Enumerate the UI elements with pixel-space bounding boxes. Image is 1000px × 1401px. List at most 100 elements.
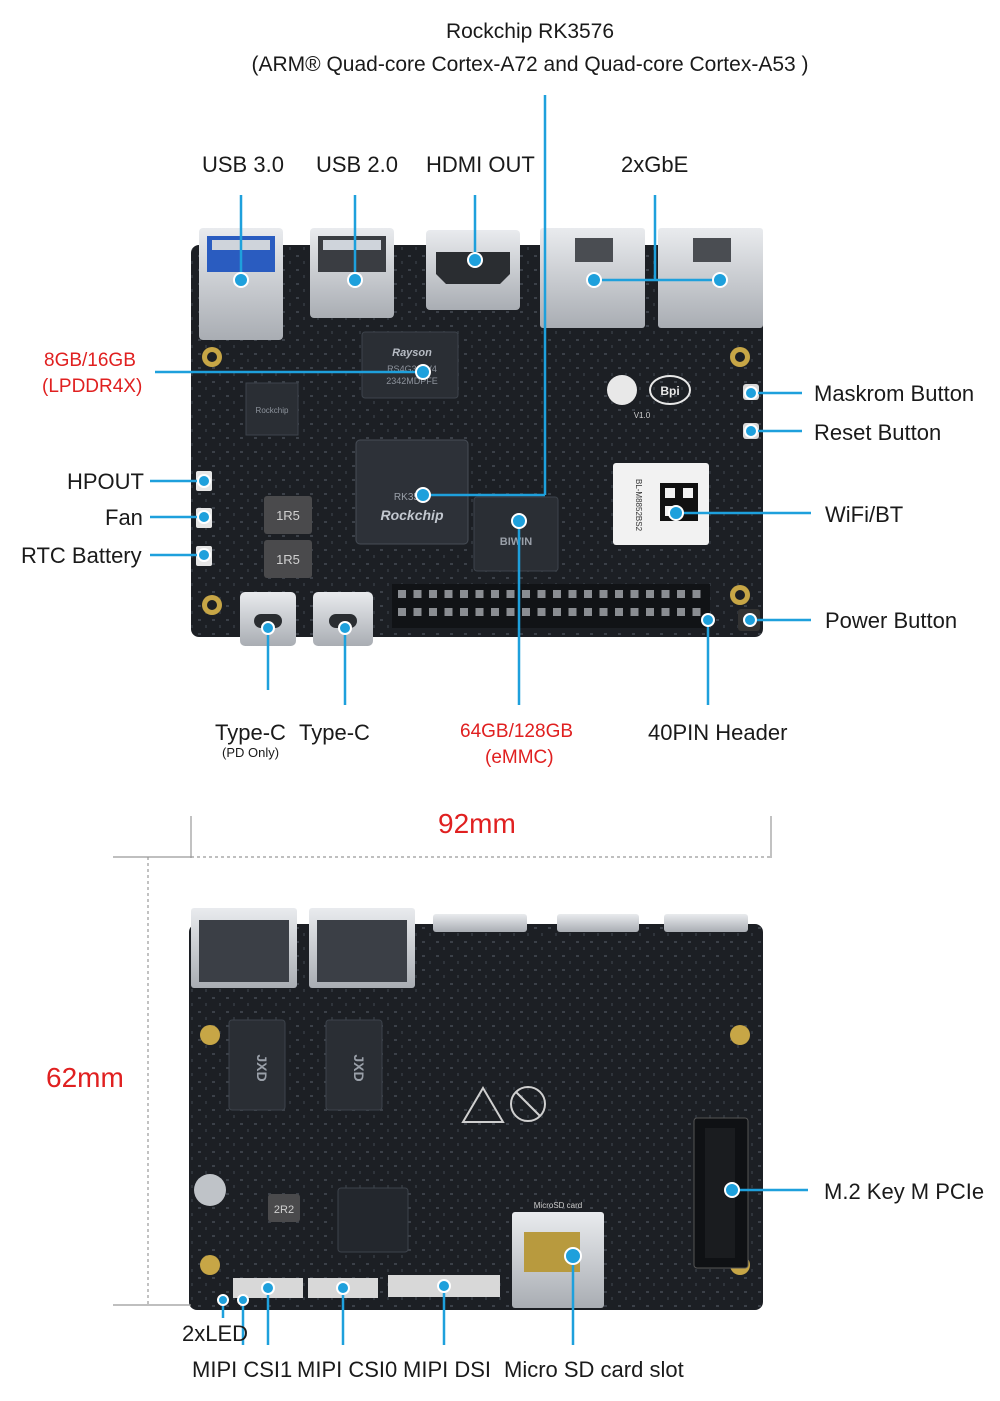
header-pin (537, 608, 546, 616)
pointer-lines (150, 95, 811, 1345)
usb2-label: USB 2.0 (316, 152, 398, 177)
csi1-label: MIPI CSI1 (192, 1357, 293, 1382)
header-pin (584, 590, 592, 598)
m2-label: M.2 Key M PCIe (824, 1179, 985, 1204)
svg-text:Rayson: Rayson (392, 347, 432, 359)
emmc-chip: BIWIN (473, 496, 559, 572)
header-pin (553, 608, 561, 616)
header-pin (491, 590, 499, 598)
header-pin (553, 590, 561, 598)
svg-text:BIWIN: BIWIN (500, 536, 532, 548)
dimension-lines (113, 816, 772, 1306)
pmic-chip: Rockchip (245, 382, 299, 436)
hpout-label: HPOUT (67, 469, 144, 494)
svg-text:JXD: JXD (351, 1054, 367, 1081)
typec-pd-label: Type-C (215, 720, 286, 745)
emmc-type-label: (eMMC) (485, 747, 554, 768)
header-pin (677, 608, 685, 616)
sd-label: Micro SD card slot (504, 1357, 684, 1382)
power-label: Power Button (825, 608, 958, 633)
svg-text:2342MDPFE: 2342MDPFE (386, 376, 438, 386)
header-pin (630, 590, 639, 598)
header-pin (568, 608, 577, 616)
rj45-bottoms (191, 908, 748, 988)
standoff (194, 1174, 226, 1206)
ram-type-label: (LPDDR4X) (42, 376, 143, 397)
typec-label: Type-C (299, 720, 370, 745)
board-logos: Bpi V1.0 (607, 375, 691, 420)
soc-title: Rockchip RK3576 (445, 20, 615, 43)
header-pin (506, 590, 515, 598)
header-pin (460, 590, 468, 598)
header-pin (413, 608, 422, 616)
svg-text:BL-M8852BS2: BL-M8852BS2 (634, 479, 643, 532)
svg-text:Rockchip: Rockchip (380, 507, 443, 523)
header-pin (661, 608, 670, 616)
soc-chip: RK3576 Rockchip (355, 439, 469, 545)
bottom-board: JXD JXD 2R2 MicroSD card (189, 908, 763, 1310)
header-pin (692, 608, 701, 616)
header-pin (646, 608, 654, 616)
header-pins (398, 590, 701, 616)
header-pin (584, 608, 592, 616)
header-pin (692, 590, 701, 598)
header-pin (522, 590, 530, 598)
header-pin (413, 590, 422, 598)
dsi-label: MIPI DSI (403, 1357, 492, 1382)
header-pin (646, 590, 654, 598)
maskrom-label: Maskrom Button (814, 381, 975, 406)
header-pin (677, 590, 685, 598)
svg-text:MicroSD card: MicroSD card (534, 1201, 582, 1210)
usb3-label: USB 3.0 (202, 152, 284, 177)
wifi-module: BL-M8852BS2 (613, 463, 709, 545)
lan-transformers: JXD JXD (228, 1019, 383, 1111)
header-pin (491, 608, 499, 616)
ram-chip: Rayson RS4G32LV4 2342MDPFE (361, 331, 459, 399)
typec-pd-note: (PD Only) (222, 745, 280, 760)
emmc-label: 64GB/128GB (460, 721, 574, 742)
header-pin (444, 608, 453, 616)
wifi-label: WiFi/BT (825, 502, 904, 527)
svg-text:1R5: 1R5 (276, 552, 300, 567)
microsd-slot: MicroSD card (512, 1201, 604, 1308)
reset-label: Reset Button (814, 420, 942, 445)
header-pin (599, 590, 608, 598)
svg-text:2R2: 2R2 (274, 1204, 294, 1216)
hdmi-label: HDMI OUT (426, 152, 535, 177)
leds-label: 2xLED (182, 1321, 249, 1346)
header-pin (661, 590, 670, 598)
header-pin (444, 590, 453, 598)
svg-text:V1.0: V1.0 (634, 411, 651, 420)
inductors: 1R5 1R5 (264, 496, 312, 578)
header-pin (568, 590, 577, 598)
header-pin (615, 590, 623, 598)
header-pin (398, 590, 406, 598)
m2-slot (693, 1117, 749, 1269)
top-board: Rayson RS4G32LV4 2342MDPFE Rockchip RK35… (191, 228, 763, 646)
header-pin (537, 590, 546, 598)
header-pin (475, 608, 484, 616)
svg-text:RK3576: RK3576 (394, 492, 431, 503)
fan-label: Fan (105, 505, 143, 530)
rtc-label: RTC Battery (21, 543, 142, 568)
svg-text:JXD: JXD (254, 1054, 270, 1081)
svg-text:Rockchip: Rockchip (256, 406, 289, 415)
svg-text:Bpi: Bpi (660, 384, 679, 398)
soc-subtitle: (ARM® Quad-core Cortex-A72 and Quad-core… (251, 53, 809, 76)
header-pin (460, 608, 468, 616)
csi0-label: MIPI CSI0 (297, 1357, 398, 1382)
header-pin (398, 608, 406, 616)
pointer-dots (197, 252, 758, 1306)
header40-label: 40PIN Header (648, 720, 788, 745)
header-pin (522, 608, 530, 616)
header-pin (429, 590, 437, 598)
bottom-chip (337, 1187, 409, 1253)
svg-text:1R5: 1R5 (276, 508, 300, 523)
height-dimension: 62mm (46, 1062, 124, 1093)
compliance-symbols (461, 1086, 546, 1123)
ram-label: 8GB/16GB (44, 350, 136, 371)
hdmi-port (426, 230, 520, 310)
header-pin (615, 608, 623, 616)
header-pin (429, 608, 437, 616)
